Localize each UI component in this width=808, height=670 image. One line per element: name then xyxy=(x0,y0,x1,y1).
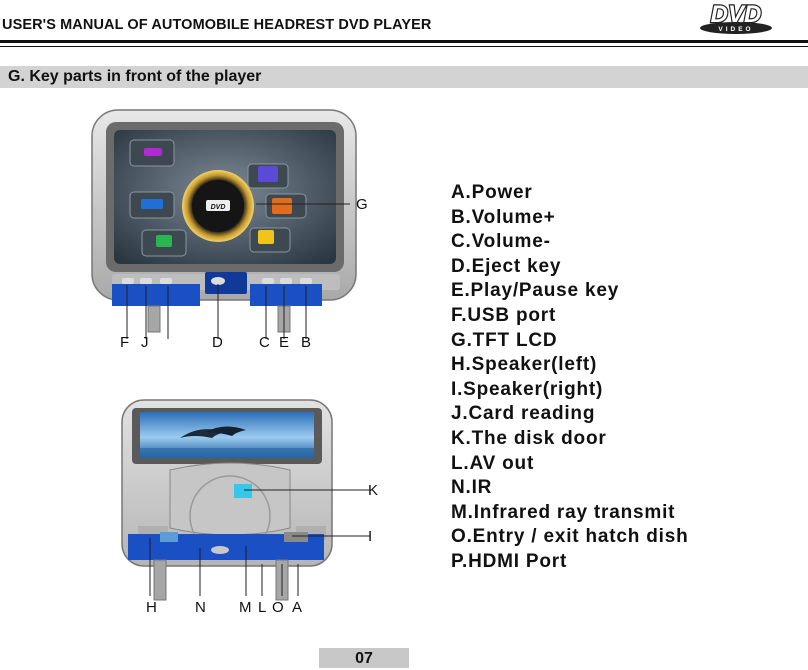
part-item: E.Play/Pause key xyxy=(451,280,620,302)
left-post-bottom xyxy=(153,559,167,601)
part-item: K.The disk door xyxy=(451,427,607,449)
part-item: I.Speaker(right) xyxy=(451,378,604,400)
part-item: B.Volume+ xyxy=(451,206,556,228)
callout-h: H xyxy=(146,599,157,616)
key-parts-list: A.Power B.Volume+ C.Volume- D.Eject key … xyxy=(451,181,689,575)
section-bar: G. Key parts in front of the player xyxy=(0,66,808,88)
header-rule-thin xyxy=(0,46,808,47)
part-item: A.Power xyxy=(451,182,533,203)
eject-housing xyxy=(205,272,247,294)
usb-port-button xyxy=(122,278,134,284)
usb-menu-icon xyxy=(144,148,162,156)
header-rule-thick xyxy=(0,40,808,43)
av-menu-icon xyxy=(156,235,172,247)
game-menu-icon xyxy=(258,230,274,244)
callout-b: B xyxy=(301,334,312,351)
ir-window xyxy=(211,546,229,554)
player-front-menu-figure: DVD xyxy=(91,109,357,339)
card-slot-button xyxy=(140,278,152,284)
part-item: F.USB port xyxy=(451,304,557,326)
callout-m: M xyxy=(239,599,252,616)
part-item: L.AV out xyxy=(451,452,535,474)
eject-key xyxy=(211,277,225,285)
part-item: G.TFT LCD xyxy=(451,329,558,351)
video-logo-text: VIDEO xyxy=(718,26,753,33)
sd-menu-icon xyxy=(141,199,163,209)
disk-door xyxy=(169,462,291,536)
page-number: 07 xyxy=(319,648,409,668)
volume-plus-key xyxy=(300,278,312,284)
callout-j: J xyxy=(141,334,149,351)
part-item: H.Speaker(left) xyxy=(451,354,598,376)
callout-f: F xyxy=(120,334,130,351)
part-item: D.Eject key xyxy=(451,255,562,277)
callout-c: C xyxy=(259,334,270,351)
right-blue-panel xyxy=(250,284,322,306)
left-speaker-area xyxy=(160,532,178,542)
callout-d: D xyxy=(212,334,223,351)
callout-g: G xyxy=(356,196,368,213)
manual-header-title: USER'S MANUAL OF AUTOMOBILE HEADREST DVD… xyxy=(2,17,432,33)
calculator-menu-icon xyxy=(258,166,278,182)
callout-l: L xyxy=(258,599,267,616)
disk-door-latch xyxy=(234,484,252,498)
section-title: G. Key parts in front of the player xyxy=(8,68,262,85)
callout-o: O xyxy=(272,599,284,616)
part-item: P.HDMI Port xyxy=(451,550,568,572)
dvd-menu-label: DVD xyxy=(211,204,226,211)
callout-e: E xyxy=(279,334,290,351)
callout-i: I xyxy=(368,528,373,545)
callout-k: K xyxy=(368,482,379,499)
part-item: J.Card reading xyxy=(451,403,596,425)
dvd-video-logo: DVD VIDEO xyxy=(700,1,772,34)
part-item: C.Volume- xyxy=(451,231,551,253)
volume-minus-key xyxy=(262,278,274,284)
settings-menu-icon xyxy=(272,198,292,214)
part-item: M.Infrared ray transmit xyxy=(451,501,676,523)
callout-n: N xyxy=(195,599,206,616)
left-blue-panel xyxy=(112,284,200,306)
part-item: O.Entry / exit hatch dish xyxy=(451,526,689,548)
part-item: N.IR xyxy=(451,477,493,499)
left-mount-post xyxy=(147,305,161,333)
callout-a: A xyxy=(292,599,303,616)
player-front-video-figure xyxy=(121,399,370,601)
play-pause-key xyxy=(280,278,292,284)
right-speaker-area xyxy=(284,532,308,542)
